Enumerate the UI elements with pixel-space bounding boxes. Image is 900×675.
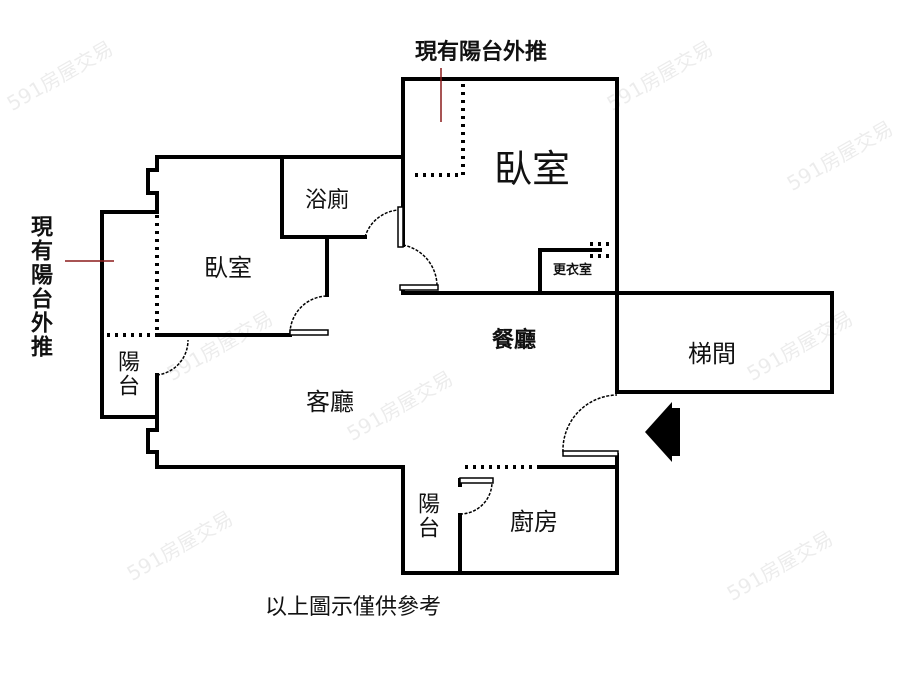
entrance-arrow-icon-tail xyxy=(668,408,680,456)
wall-entry xyxy=(538,453,619,469)
room-label-balcony-bottom: 陽台 xyxy=(414,492,439,540)
wall-kitchen xyxy=(401,465,619,575)
room-label-stairwell: 梯間 xyxy=(688,340,736,368)
door-kitchen-balcony xyxy=(459,481,493,515)
door-entrance xyxy=(562,394,618,453)
door-left-bedroom xyxy=(289,295,328,334)
room-label-closet: 更衣室 xyxy=(553,263,593,278)
left-balcony-note: 現有陽台外推 xyxy=(27,215,52,359)
walls xyxy=(100,77,834,575)
dotted-lines xyxy=(107,84,612,469)
wall-left-outer xyxy=(100,155,159,419)
room-label-balcony-left: 陽台 xyxy=(114,350,139,398)
wall-left-lower xyxy=(146,373,405,469)
room-label-dining: 餐廳 xyxy=(492,328,537,353)
door-swings xyxy=(156,209,618,515)
door-leaves xyxy=(289,206,619,484)
door-top-bedroom xyxy=(402,244,438,288)
wall-closet xyxy=(538,248,602,295)
wall-top-bedroom xyxy=(401,77,619,394)
top-balcony-note: 現有陽台外推 xyxy=(415,40,548,65)
room-label-living: 客廳 xyxy=(306,388,354,416)
leader-lines xyxy=(65,68,442,262)
room-label-bedroom-left: 臥室 xyxy=(204,254,252,282)
wall-bathroom xyxy=(280,155,329,297)
footer-disclaimer: 以上圖示僅供參考 xyxy=(265,595,442,620)
wall-stairwell xyxy=(615,291,834,394)
room-label-bathroom: 浴廁 xyxy=(305,188,350,213)
entrance-arrow-icon xyxy=(645,402,672,462)
room-label-kitchen: 廚房 xyxy=(510,508,558,536)
door-balcony xyxy=(156,339,189,376)
room-label-bedroom-top: 臥室 xyxy=(494,147,571,191)
door-bath xyxy=(364,209,399,238)
